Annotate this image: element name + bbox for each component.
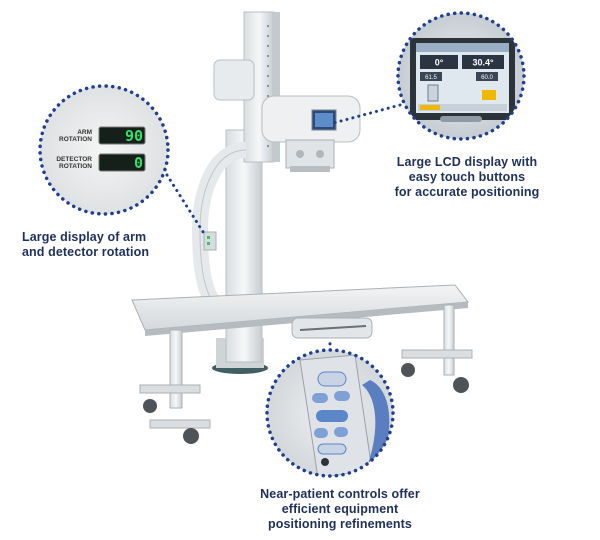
caption-lcd-line: easy touch buttons — [408, 170, 526, 184]
near-patient-callout — [265, 348, 395, 478]
lcd-angle-b: 30.4° — [472, 58, 494, 68]
dotted-callout-circle — [265, 348, 395, 478]
arm-label-line1: ARM — [77, 129, 92, 136]
touch-button-icons — [299, 354, 390, 476]
caption-near-line: Near-patient controls offer — [260, 487, 420, 501]
caption-lcd-line: for accurate positioning — [394, 185, 540, 199]
dotted-callout-circle — [396, 11, 526, 141]
caption-near-line: efficient equipment — [281, 502, 399, 516]
lcd-value-d: 60.0 — [481, 75, 493, 81]
arm-label-line2: ROTATION — [59, 136, 92, 143]
caption-arm-line: and detector rotation — [22, 245, 150, 259]
detector-rotation-value: 0 — [134, 154, 143, 172]
caption-lcd: Large LCD display with easy touch button… — [382, 155, 552, 200]
callout-lines — [165, 103, 402, 352]
caption-near-line: positioning refinements — [268, 517, 412, 531]
caption-lcd-line: Large LCD display with — [396, 155, 538, 169]
arm-rotation-value: 90 — [125, 127, 143, 145]
arm-rotation-callout: ARM ROTATION 90 DETECTOR ROTATION 0 — [38, 84, 170, 216]
lcd-value-c: 61.5 — [425, 75, 437, 81]
detector-label-line1: DETECTOR — [56, 156, 92, 163]
caption-arm: Large display of arm and detector rotati… — [22, 230, 197, 260]
caption-near-patient: Near-patient controls offer efficient eq… — [240, 487, 440, 532]
caption-arm-line: Large display of arm — [22, 230, 147, 244]
lcd-angle-a: 0° — [435, 58, 444, 68]
lcd-callout: 0° 30.4° 61.5 60.0 — [396, 11, 526, 141]
dotted-callout-circle — [38, 84, 170, 216]
machine-body — [131, 11, 473, 444]
detector-label-line2: ROTATION — [59, 163, 92, 170]
